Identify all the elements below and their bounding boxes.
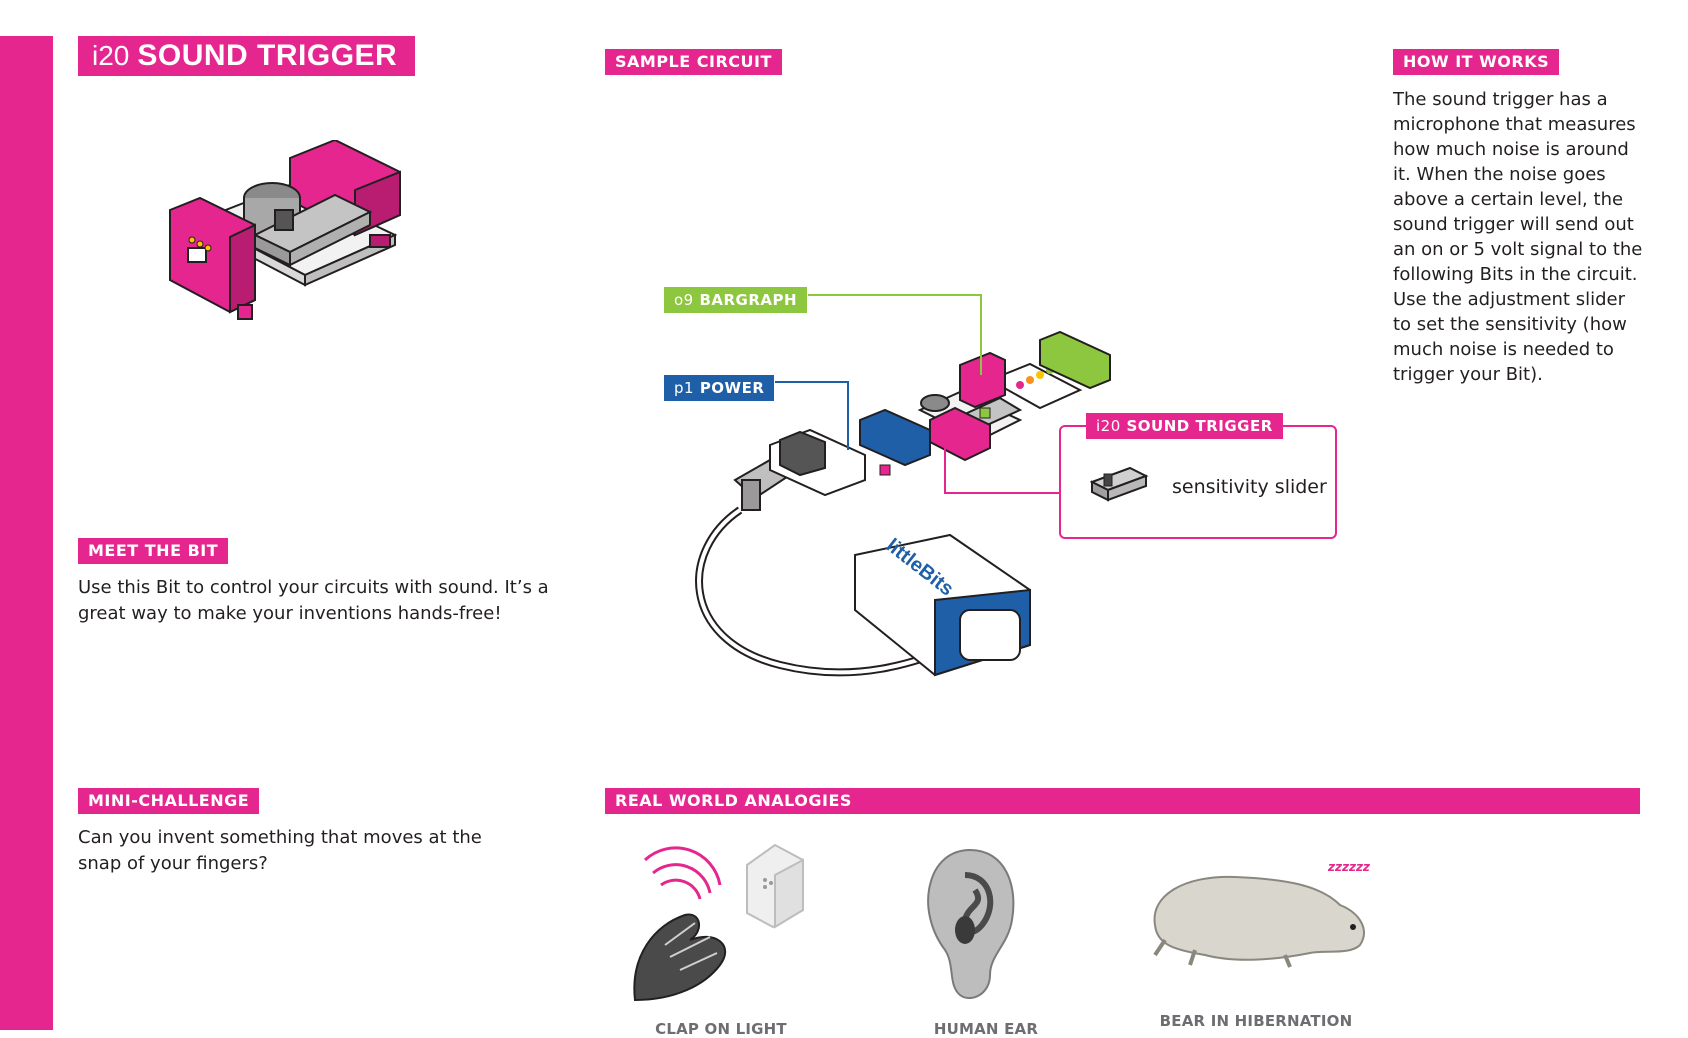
analogy-caption-bear-in-hibernation: BEAR IN HIBERNATION (1159, 1012, 1353, 1030)
sound-trigger-bit-illustration (169, 140, 401, 320)
mini-challenge-heading: MINI-CHALLENGE (78, 788, 260, 814)
power-name: POWER (699, 379, 765, 397)
callout-text: sensitivity slider (1172, 476, 1327, 498)
sound-trigger-code: i20 (1096, 417, 1121, 435)
page-title: i20 SOUND TRIGGER (78, 36, 416, 76)
title-name: SOUND TRIGGER (137, 39, 398, 72)
analogy-caption-human-ear: HUMAN EAR (933, 1020, 1039, 1038)
human-ear-image (927, 848, 1015, 1000)
sound-trigger-name: SOUND TRIGGER (1126, 417, 1273, 435)
side-accent-bar (0, 36, 53, 1030)
mini-challenge-text: Can you invent something that moves at t… (78, 827, 482, 874)
meet-the-bit-text: Use this Bit to control your circuits wi… (78, 577, 549, 624)
sound-trigger-label: i20 SOUND TRIGGER (1086, 413, 1283, 439)
bargraph-code: o9 (674, 291, 694, 309)
clap-on-light-image (633, 843, 804, 1002)
how-it-works-text: The sound trigger has a microphone that … (1393, 89, 1643, 385)
bargraph-label: o9 BARGRAPH (664, 287, 808, 313)
sample-circuit-heading: SAMPLE CIRCUIT (605, 49, 782, 75)
title-code: i20 (92, 40, 130, 71)
power-code: p1 (674, 379, 695, 397)
bargraph-name: BARGRAPH (699, 291, 798, 309)
power-label: p1 POWER (664, 375, 775, 401)
zzz-text: zzzzzz (1328, 860, 1370, 874)
real-world-analogies-heading: REAL WORLD ANALOGIES (605, 788, 1640, 814)
analogy-caption-clap-on-light: CLAP ON LIGHT (655, 1020, 787, 1038)
meet-the-bit-heading: MEET THE BIT (78, 538, 229, 564)
sample-circuit-illustration: littleBits (695, 330, 1111, 677)
how-it-works-heading: HOW IT WORKS (1393, 49, 1560, 75)
slider-icon (1090, 466, 1149, 502)
bear-in-hibernation-image (1153, 875, 1365, 968)
